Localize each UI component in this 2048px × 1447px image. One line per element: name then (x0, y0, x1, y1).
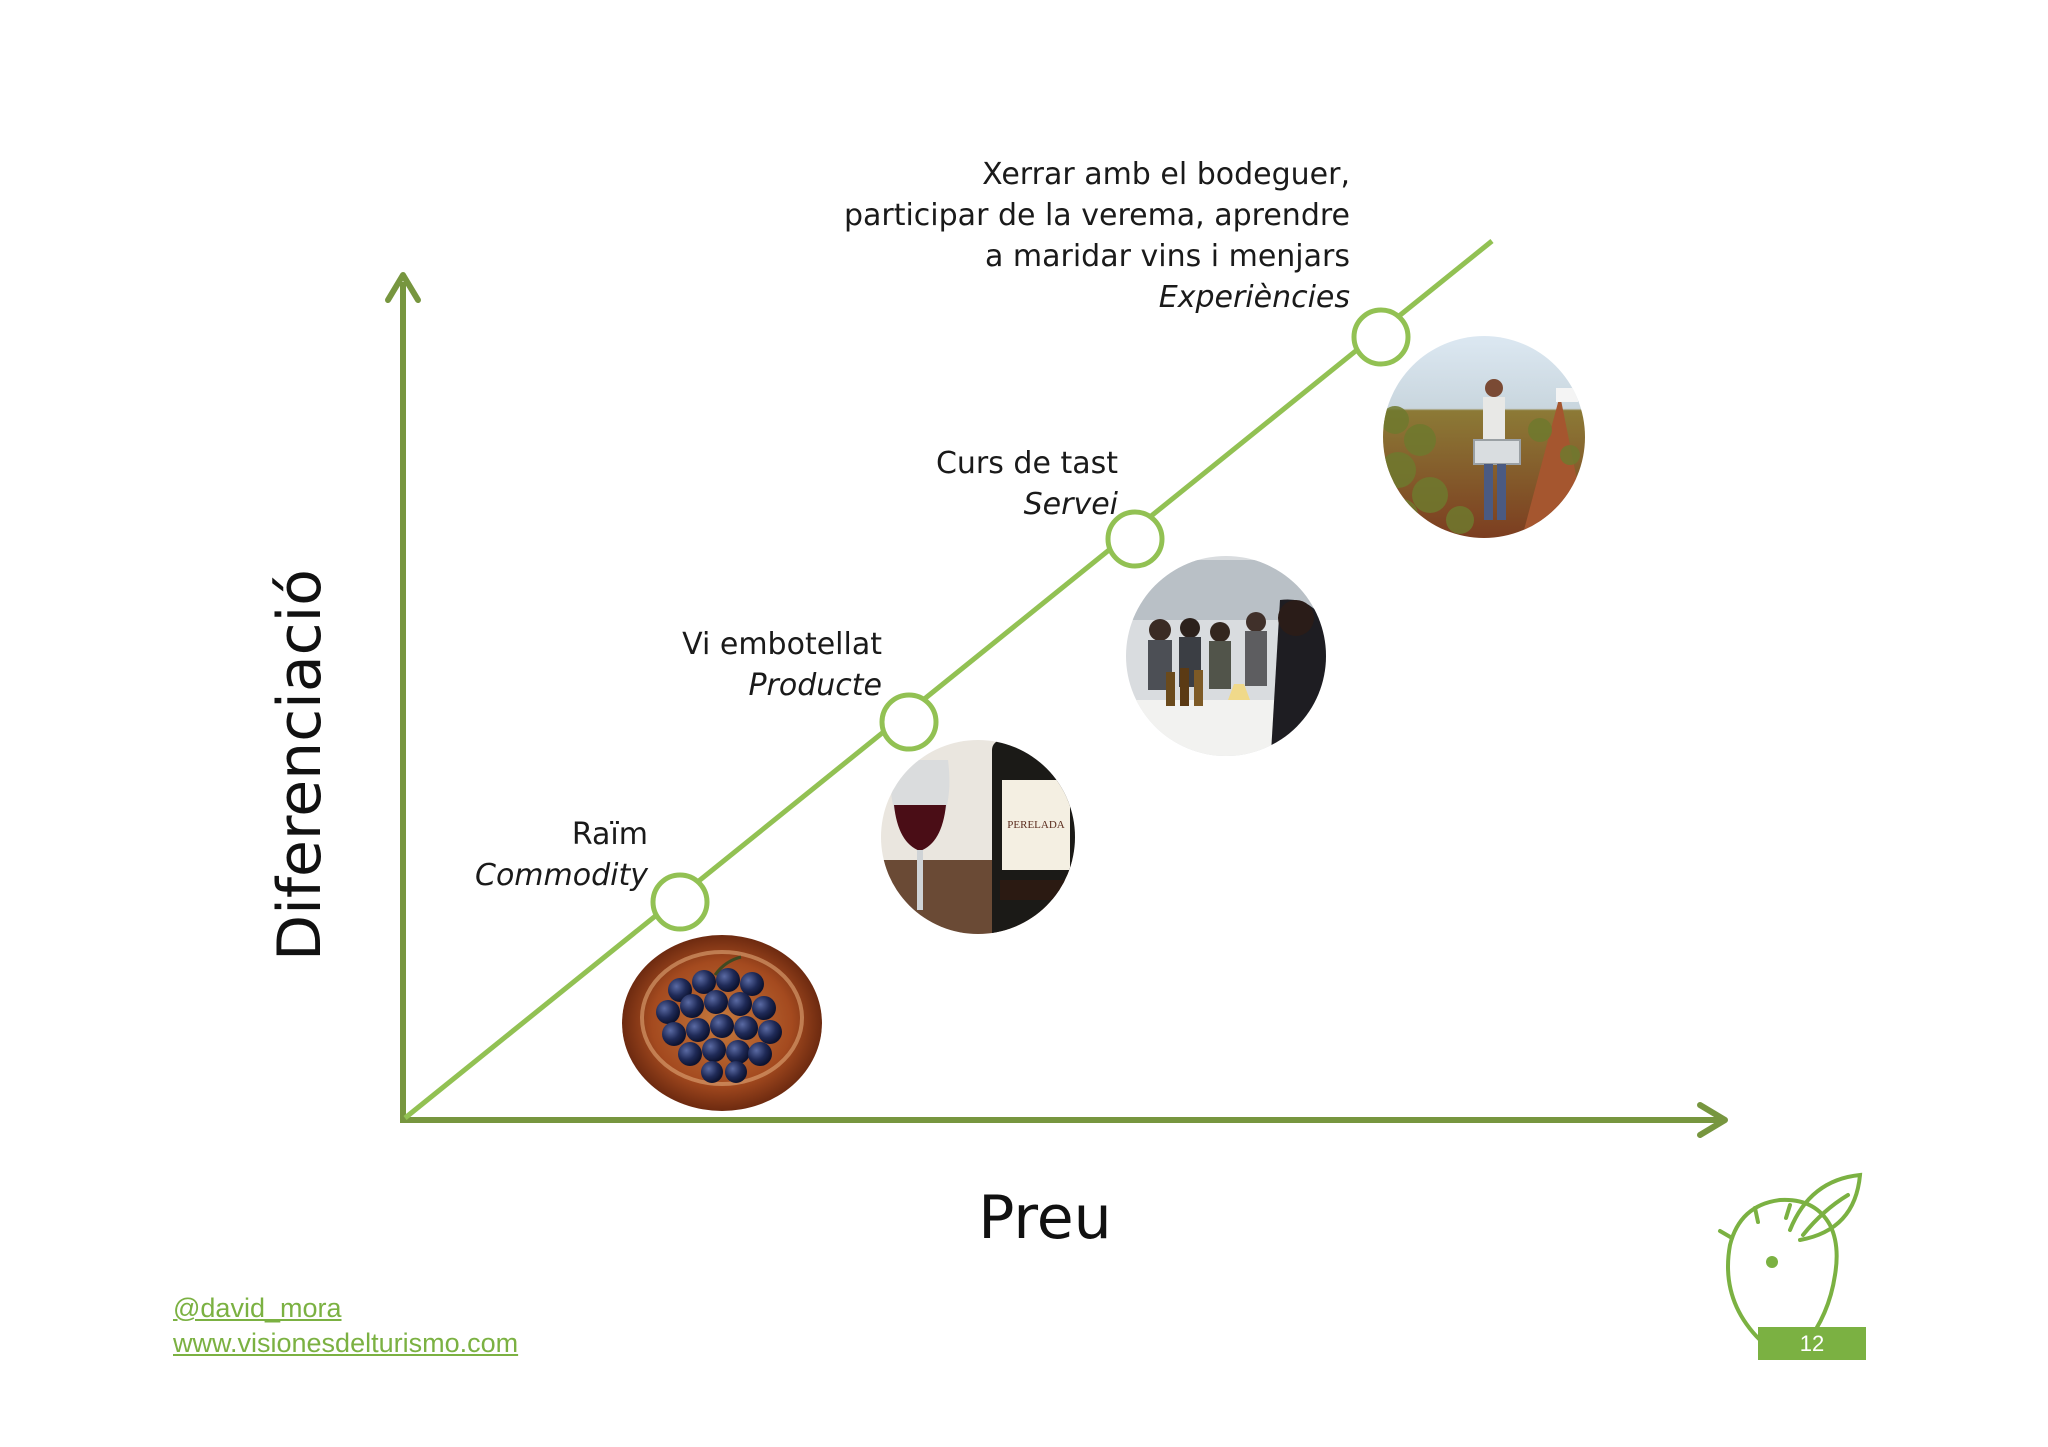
stage-label-vi: Vi embotellat Producte (682, 624, 882, 706)
stage-marker-xerrar (1351, 307, 1411, 367)
wine-tasting-class (1126, 556, 1326, 756)
stage-description: Raïm (571, 817, 648, 852)
stage-label-curs: Curs de tast Servei (936, 443, 1118, 525)
stage-description: Curs de tast (935, 446, 1118, 481)
bowl-of-black-grapes (622, 935, 822, 1111)
stage-marker-vi (879, 692, 939, 752)
wine-glass-and-bottle: PERELADA (881, 740, 1075, 934)
page-number-badge: 12 (1758, 1327, 1866, 1360)
twitter-handle-link[interactable]: @david_mora (173, 1293, 342, 1323)
growth-line (403, 239, 1494, 1120)
stage-description: Vi embotellat (682, 627, 882, 662)
x-axis-arrowhead (1697, 1102, 1728, 1138)
y-axis-arrowhead (385, 272, 421, 303)
olive-sprout-logo (1718, 1172, 1863, 1347)
website-link[interactable]: www.visionesdelturismo.com (173, 1328, 519, 1358)
y-axis-title: Diferenciació (265, 569, 335, 961)
x-axis-title: Preu (978, 1183, 1112, 1253)
stage-marker-raim (650, 872, 710, 932)
grape-harvest-vineyard (1383, 336, 1585, 538)
stage-description: Xerrar amb el bodeguer, participar de la… (843, 157, 1350, 274)
stage-name: Commodity (475, 858, 648, 893)
stage-name: Servei (1023, 487, 1118, 522)
stage-name: Producte (748, 668, 882, 703)
stage-label-xerrar: Xerrar amb el bodeguer, participar de la… (844, 154, 1350, 318)
stage-name: Experiències (1158, 280, 1350, 315)
stage-label-raim: Raïm Commodity (475, 814, 648, 896)
stage-marker-curs (1105, 509, 1165, 569)
svg-text:PERELADA: PERELADA (1007, 819, 1065, 831)
